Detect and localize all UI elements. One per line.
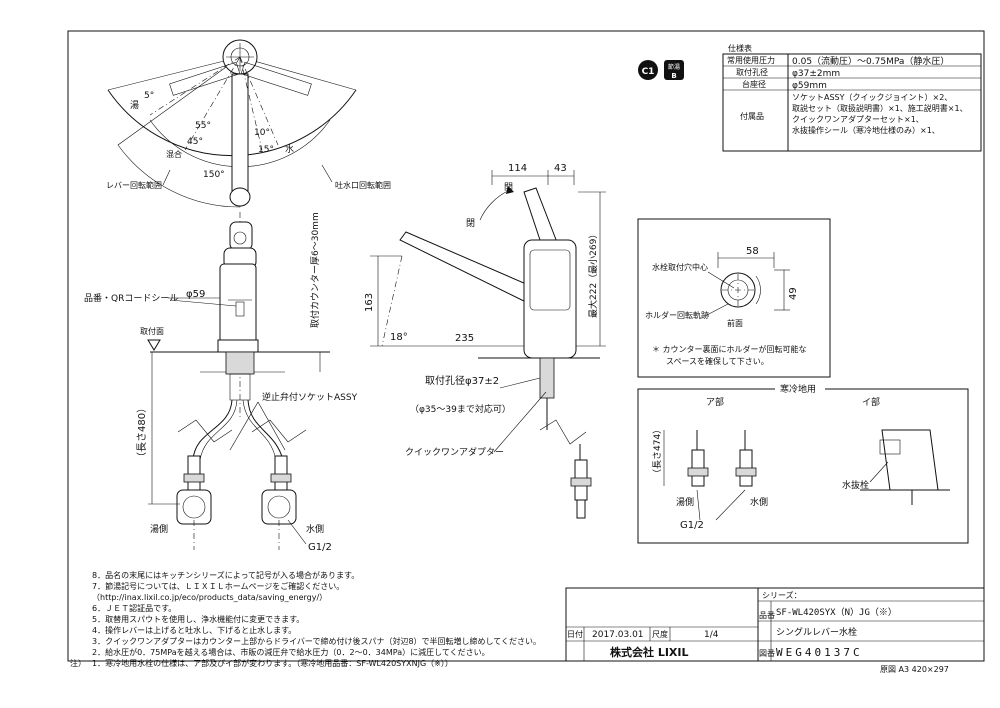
holder-note-1: ＊ カウンター裏面にホルダーが回転可能な	[652, 344, 807, 354]
product-name: シングルレバー水栓	[776, 626, 857, 638]
original-size: 原図 A3 420×297	[880, 665, 949, 674]
spec-label-base: 台座径	[742, 79, 766, 89]
c1-badge-icon	[638, 60, 658, 80]
holder-note-2: スペースを確保して下さい。	[666, 356, 769, 366]
spec-accessory-2: 取説セット（取扱説明書）×1、施工説明書×1、	[792, 103, 968, 113]
angle-55: 55°	[195, 121, 211, 131]
c1-badge-label: C1	[642, 67, 655, 77]
adapter-label: クイックワンアダプター	[405, 446, 504, 458]
length-480: （長さ480）	[136, 403, 148, 462]
angle-18: 18°	[390, 332, 408, 343]
label-mix: 混合	[166, 149, 182, 159]
cold-hot-side: 湯側	[676, 496, 694, 508]
base-diameter: φ59	[186, 289, 205, 300]
spec-value-hole: φ37±2mm	[792, 69, 840, 79]
spec-value-base: φ59mm	[792, 81, 827, 91]
thread-label: G1/2	[308, 542, 332, 553]
holder-range-label: ホルダー回転軌跡	[645, 310, 709, 320]
note-6: 6．ＪＥＴ認証品です。	[92, 603, 176, 613]
spec-value-pressure: 0.05（流動圧）～0.75MPa（静水圧）	[792, 55, 949, 67]
product-label: 品番	[759, 610, 775, 620]
spec-accessory-4: 水抜操作シール（寒冷地仕様のみ）×1、	[792, 125, 940, 135]
spec-table: 仕様表 常用使用圧力 0.05（流動圧）～0.75MPa（静水圧） 取付孔径 φ…	[722, 43, 982, 152]
dim-43: 43	[554, 163, 567, 174]
label-hot: 湯	[130, 100, 139, 111]
mount-face-label: 取付面	[140, 326, 164, 336]
dim-235: 235	[455, 333, 474, 344]
dim-58: 58	[746, 246, 759, 257]
hot-side-label: 湯側	[150, 523, 168, 535]
date-value: 2017.03.01	[592, 630, 644, 640]
angle-5: 5°	[144, 91, 154, 101]
notes: 8．品名の末尾にはキッチンシリーズによって記号が入る場合があります。 7．節湯記…	[70, 570, 541, 668]
holder-detail: 58 49 水栓取付穴中心 ホルダー回転軌跡 前面 ＊ カウンター裏面にホルダー…	[637, 218, 831, 378]
label-water: 水	[285, 143, 294, 155]
lever-range-label: レバー回転範囲	[106, 180, 162, 190]
certification-badges: C1 節湯 B	[638, 60, 684, 80]
hole-center-label: 水栓取付穴中心	[652, 262, 708, 272]
drain-label: 水抜栓	[842, 479, 869, 491]
socket-label: 逆止弁付ソケットASSY	[262, 391, 358, 403]
angle-45: 45°	[187, 137, 203, 147]
spec-accessory-3: クイックワンアダプターセット×1、	[792, 114, 924, 124]
scale-label: 尺度	[652, 629, 668, 639]
date-label: 日付	[567, 629, 583, 639]
note-7-url: （http://inax.lixil.co.jp/eco/products_da…	[92, 593, 327, 602]
product-code: SF-WL420SYX（N）JG（※）	[776, 607, 897, 618]
setsusui-badge-icon	[664, 60, 684, 80]
note-8: 8．品名の末尾にはキッチンシリーズによって記号が入る場合があります。	[92, 570, 359, 580]
dim-114: 114	[508, 163, 527, 174]
water-side-label: 水側	[306, 523, 324, 535]
note-2: 2．給水圧が0．75MPaを越える場合は、市販の減圧弁で給水圧力（0．2～0．3…	[92, 647, 490, 657]
notes-prefix: 注）	[70, 658, 86, 668]
company-name: 株式会社 LIXIL	[610, 645, 689, 659]
angle-10: 10°	[254, 128, 270, 138]
spec-label-accessories: 付属品	[740, 111, 764, 121]
counter-thickness-label: 取付カウンター厚6～30mm	[310, 212, 321, 328]
spec-accessory-1: ソケットASSY（クイックジョイント）×2、	[792, 93, 952, 102]
scale-value: 1/4	[704, 630, 719, 640]
b-badge-label: B	[671, 72, 676, 80]
title-block: シリーズ： 品番 SF-WL420SYX（N）JG（※） シングルレバー水栓 日…	[565, 587, 985, 674]
note-7: 7．節湯記号については、ＬＩＸＩＬホームページをご確認ください。	[92, 581, 344, 591]
cold-water-side: 水側	[750, 496, 768, 508]
cold-length-474: （長さ474）	[652, 425, 663, 478]
spec-label-hole: 取付孔径	[736, 67, 768, 77]
dim-222-269: 最大222（最小269）	[587, 230, 599, 318]
cold-region-detail: 寒冷地用 ア部 イ部 （長さ474） 湯側 水側 G1/2 水抜栓	[637, 383, 969, 544]
dim-163: 163	[364, 293, 375, 312]
top-view: 湯 水 混合 5° 55° 45° 10° 15° 150° レバー回転範囲 吐…	[106, 39, 391, 208]
note-4: 4．操作レバーは上げると吐水し、下げると止水します。	[92, 625, 296, 635]
part-a-label: ア部	[706, 396, 724, 408]
side-view: 114 43 開 閉 163 18° 235 最大222（最小269） 取付	[364, 163, 606, 519]
drawing-label: 図番	[759, 648, 775, 658]
setsusui-badge-label: 節湯	[668, 63, 680, 71]
part-i-label: イ部	[862, 396, 880, 408]
close-label: 閉	[466, 218, 475, 229]
open-label: 開	[504, 182, 513, 193]
series-label: シリーズ：	[762, 590, 802, 600]
spout-range-label: 吐水口回転範囲	[335, 180, 391, 190]
dim-49: 49	[788, 287, 799, 300]
angle-15: 15°	[258, 145, 274, 155]
qr-seal-label: 品番・QRコードシール	[84, 292, 178, 304]
drawing-number: WEG40137C	[776, 646, 863, 659]
cold-thread: G1/2	[680, 520, 704, 531]
front-view: φ59 品番・QRコードシール 取付面 取付カウンター厚6～30mm （長さ48…	[84, 212, 358, 553]
spec-label-pressure: 常用使用圧力	[727, 55, 775, 65]
note-1: 1．寒冷地用水栓の仕様は、ア部及びイ部が変わります。（寒冷地用品番：SF-WL4…	[92, 658, 453, 668]
spec-title: 仕様表	[728, 43, 752, 53]
note-5: 5．取替用スパウトを使用し、浄水機能付に変更できます。	[92, 614, 304, 624]
hole-range-label: （φ35～39まで対応可）	[410, 403, 511, 415]
angle-150: 150°	[203, 170, 225, 180]
note-3: 3．クイックワンアダプターはカウンター上部からドライバーで締め付け後スパナ（対辺…	[92, 636, 541, 646]
front-label: 前面	[727, 318, 743, 328]
drawing-border	[67, 30, 985, 662]
cold-title: 寒冷地用	[780, 383, 816, 395]
hole-label: 取付孔径φ37±2	[425, 374, 499, 387]
